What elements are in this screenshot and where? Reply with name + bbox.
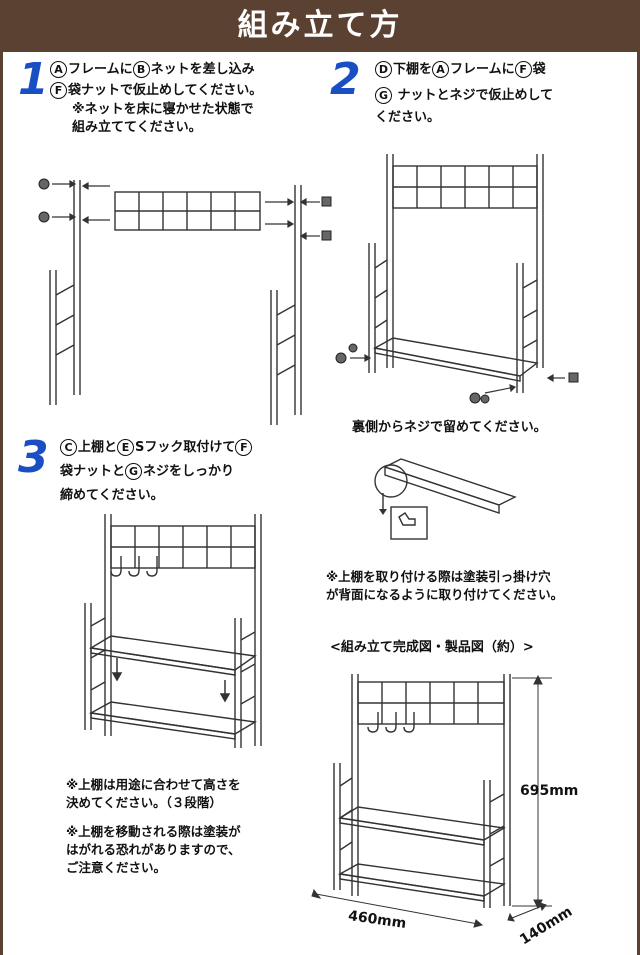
completed-diagram [311,674,552,928]
part-b-badge: B [132,61,150,78]
step-2-line-3: ください。 [375,110,441,125]
step-2-text-c: 袋 [532,62,546,77]
completed-title: <組み立て完成図・製品図（約）> [330,640,534,655]
right-border [637,52,640,955]
step-3-line-3: 締めてください。 [60,488,164,503]
hook-note-1: ※上棚を取り付ける際は塗装引っ掛け穴 [326,569,551,584]
step-2-text-a: 下棚を [393,62,433,77]
part-e-badge: E [117,439,135,456]
height-dimension: 695mm [520,783,579,799]
shelf-height-note-1: ※上棚は用途に合わせて高さを [66,777,241,792]
part-a-badge: A [432,61,450,78]
arrow-down-icon [379,509,387,515]
step-3-text-b: Sフック取付けて [135,440,236,455]
step-2-caption: 裏側からネジで留めてください。 [352,420,547,435]
step-1-number: 1 [18,54,49,105]
part-d-badge: D [375,61,392,78]
step-2-line-2: G ナットとネジで仮止めして [375,86,553,105]
paint-note-2: はがれる恐れがありますので、 [66,842,241,857]
part-g-badge: G [125,463,143,480]
header-bar [0,0,640,52]
shelf-height-note-2: 決めてください。（３段階） [66,795,222,810]
page-title: 組み立て方 [237,8,403,43]
part-f-badge: F [50,82,67,99]
step-1-note-2: 組み立ててください。 [72,120,202,135]
step-1-text-a: フレームに [68,62,133,77]
left-border [0,52,3,955]
step-3-number: 3 [18,432,49,483]
step-3-text-d: ネジをしっかり [143,464,235,479]
step-2-diagram [335,154,579,404]
step-2-text-b: フレームに [450,62,515,77]
step-3-text-a: 上棚と [78,440,118,455]
step-1-note-1: ※ネットを床に寝かせた状態で [72,102,254,117]
paint-note-1: ※上棚を移動される際は塗装が [66,824,241,839]
part-g-badge: G [375,87,392,104]
step-3-diagram [84,514,262,748]
step-2-number: 2 [330,54,361,105]
step-1-text-b: ネットを差し込み [150,62,255,77]
paint-note-3: ご注意ください。 [66,860,167,875]
shelf-detail-diagram [374,458,517,540]
step-2-text-d: ナットとネジで仮止めして [397,88,554,103]
part-a-badge: A [50,61,67,78]
step-1-diagram [38,178,332,425]
part-f-badge: F [235,439,253,456]
part-f-badge: F [514,61,532,78]
step-1-text-c: 袋ナットで仮止めしてください。 [68,83,263,98]
step-3-text-c: 袋ナットと [60,464,126,479]
part-c-badge: C [60,439,77,456]
hook-note-2: が背面になるように取り付けてください。 [326,587,564,602]
